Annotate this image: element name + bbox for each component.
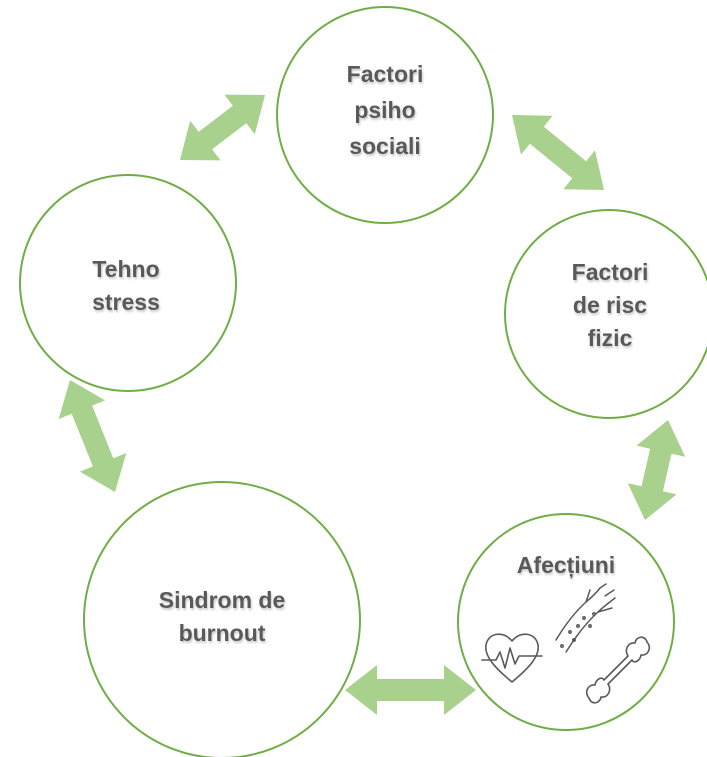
label-line: burnout bbox=[178, 620, 266, 646]
label-line: de risc bbox=[572, 292, 648, 318]
label-line: psiho bbox=[354, 97, 416, 123]
heart-rate-icon bbox=[481, 633, 543, 683]
double-arrow-sindrom-burnout-tehno-stress bbox=[58, 380, 127, 492]
label-line: Factori bbox=[346, 61, 424, 87]
label-line: sociali bbox=[349, 133, 421, 159]
node-label-tehno-stress: Tehno stress bbox=[46, 253, 206, 319]
label-line: Factori bbox=[571, 259, 649, 285]
node-label-factori-risc-fizic: Factori de risc fizic bbox=[530, 256, 690, 355]
node-label-afectiuni: Afecțiuni bbox=[486, 549, 646, 582]
node-label-sindrom-burnout: Sindrom de burnout bbox=[122, 584, 322, 650]
node-circle-factori-psihosociali bbox=[276, 6, 494, 224]
bone-icon bbox=[586, 636, 650, 704]
label-line: Afecțiuni bbox=[516, 552, 616, 578]
node-label-factori-psihosociali: Factori psiho sociali bbox=[305, 56, 465, 164]
node-circle-factori-risc-fizic bbox=[504, 209, 707, 419]
label-line: Sindrom de bbox=[158, 587, 286, 613]
double-arrow-factori-risc-fizic-afectiuni bbox=[627, 420, 686, 520]
blood-vessel-icon bbox=[555, 583, 616, 653]
label-line: Tehno bbox=[92, 256, 160, 282]
double-arrow-factori-psihosociali-factori-risc-fizic bbox=[512, 115, 604, 190]
node-circle-afectiuni bbox=[457, 513, 675, 731]
arrows-layer bbox=[58, 94, 686, 715]
double-arrow-tehno-stress-factori-psihosociali bbox=[180, 94, 265, 161]
double-arrow-afectiuni-sindrom-burnout bbox=[345, 665, 476, 715]
label-line: fizic bbox=[587, 325, 633, 351]
label-line: stress bbox=[92, 289, 160, 315]
node-circle-tehno-stress bbox=[19, 174, 237, 392]
node-circle-sindrom-burnout bbox=[83, 481, 361, 757]
